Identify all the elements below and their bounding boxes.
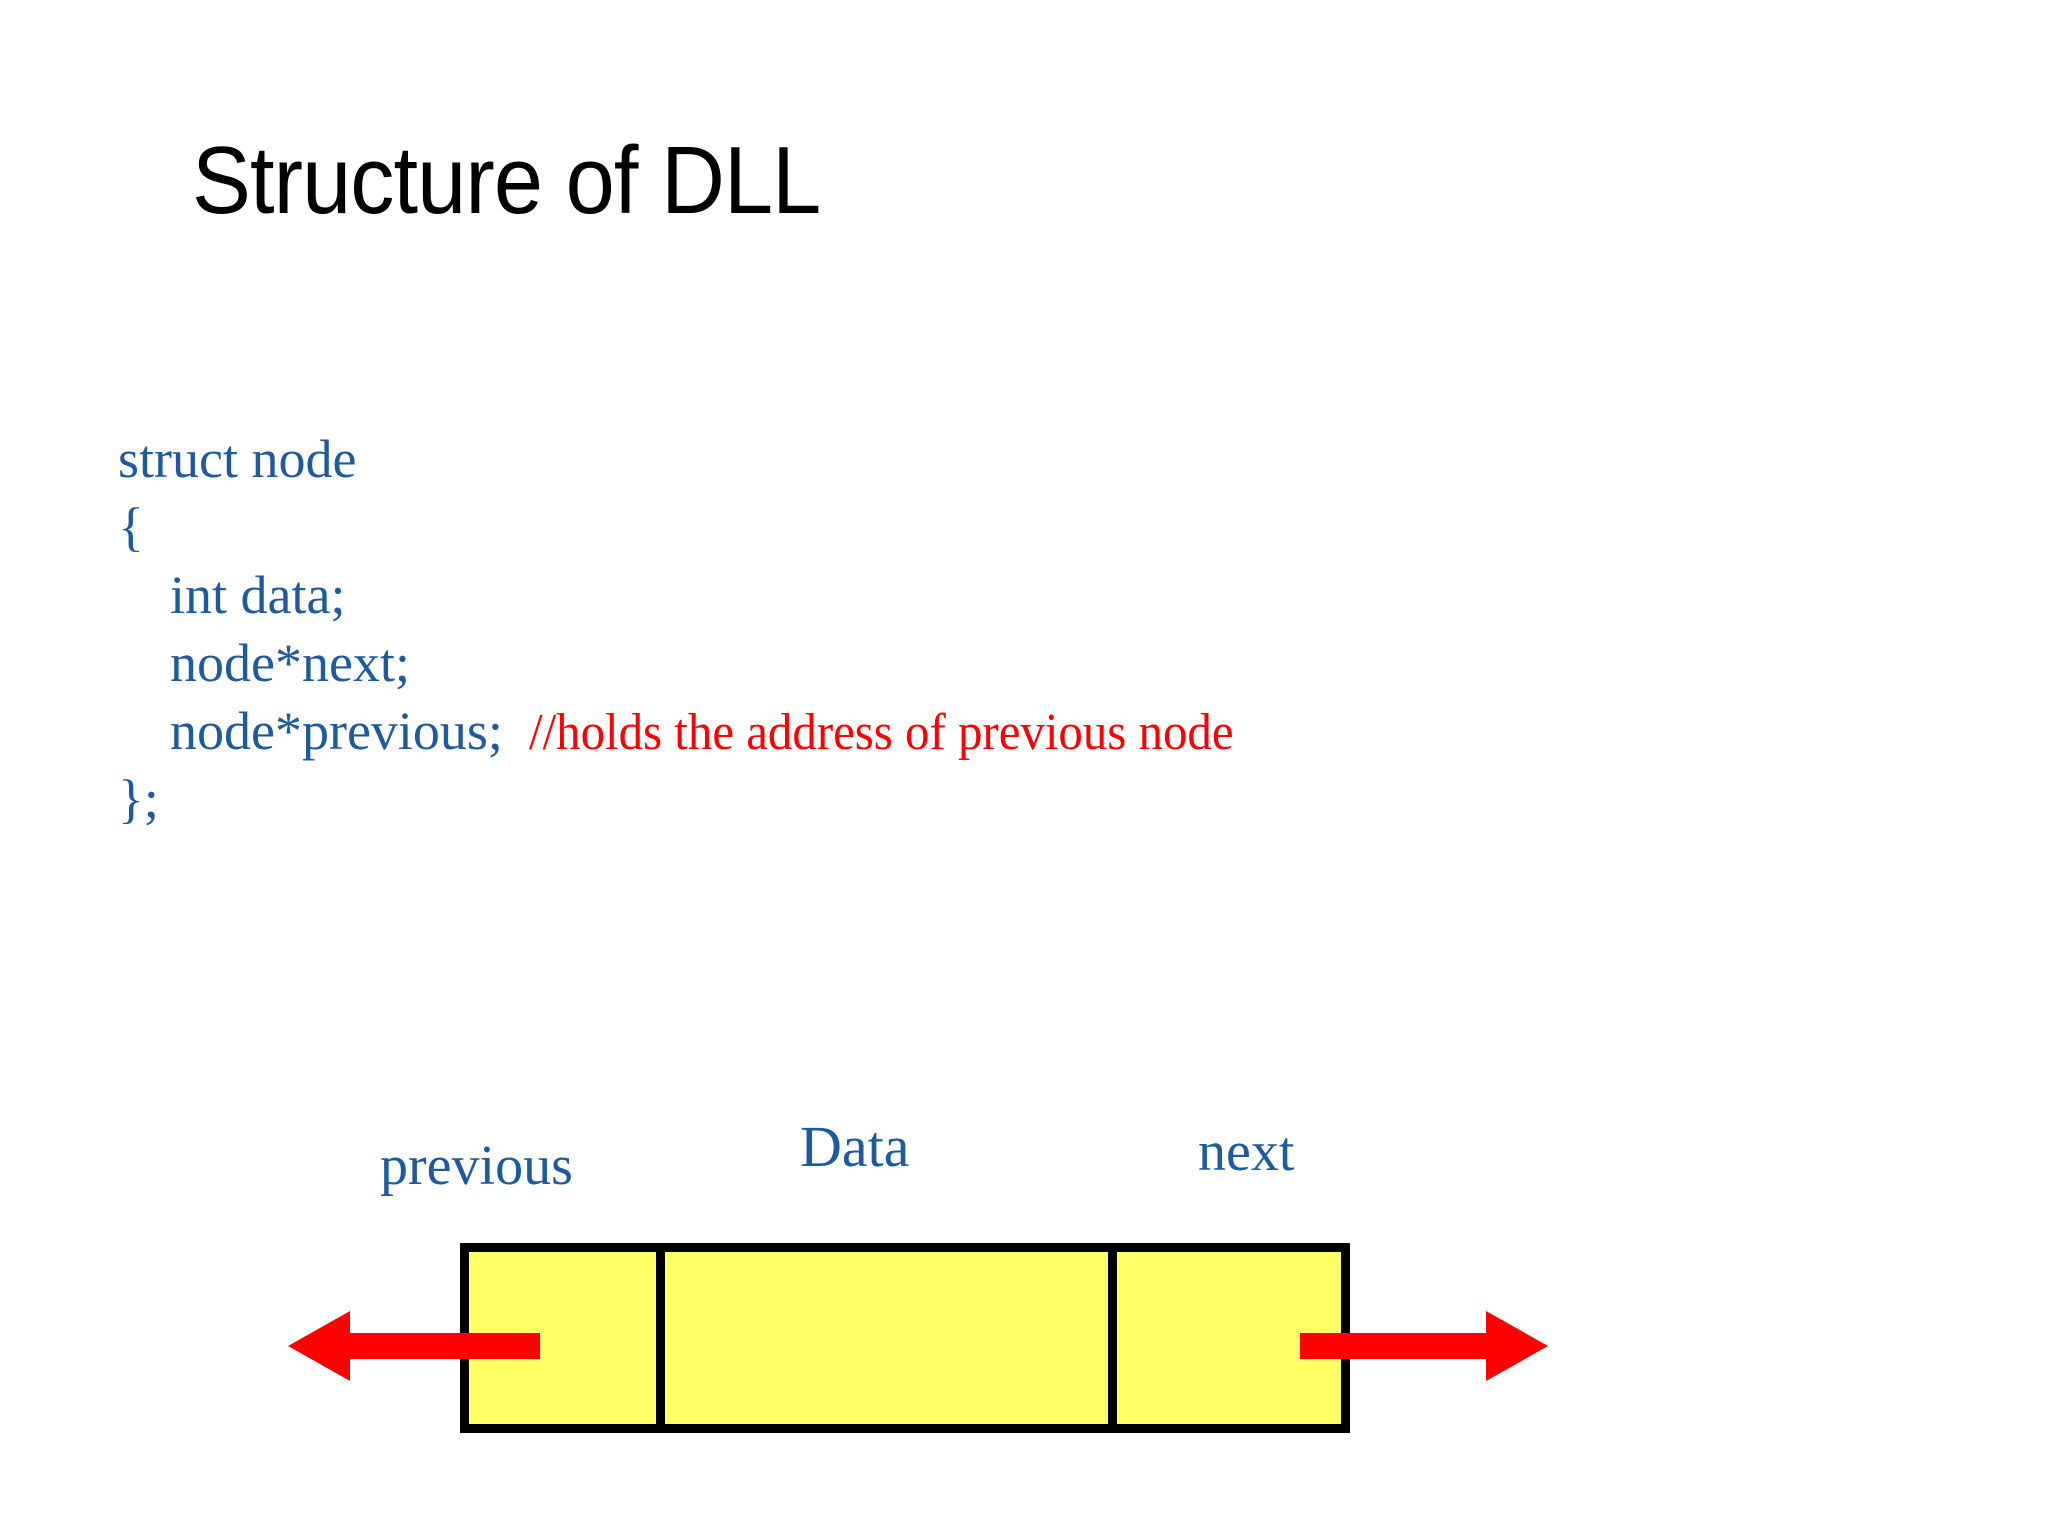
code-comment: //holds the address of previous node bbox=[528, 704, 1234, 761]
code-line-node-previous-row: node*previous; //holds the address of pr… bbox=[118, 697, 1278, 765]
node-field-label-previous: previous bbox=[380, 1135, 573, 1197]
page-title: Structure of DLL bbox=[192, 127, 821, 234]
code-line-node-previous: node*previous; bbox=[170, 701, 503, 761]
previous-pointer-arrow-icon bbox=[288, 1311, 540, 1381]
code-line-struct-node: struct node bbox=[118, 429, 357, 489]
node-cell-data bbox=[665, 1252, 1117, 1424]
next-pointer-arrow-icon bbox=[1300, 1311, 1548, 1381]
node-field-label-next: next bbox=[1198, 1121, 1295, 1183]
code-line-int-data: int data; bbox=[170, 565, 346, 625]
code-line-node-next: node*next; bbox=[170, 633, 410, 693]
node-box bbox=[460, 1243, 1350, 1433]
code-line-close-brace: }; bbox=[118, 769, 159, 829]
code-block: struct node { int data; node*next; node*… bbox=[118, 425, 1278, 833]
node-cell-next bbox=[1117, 1252, 1341, 1424]
code-line-open-brace: { bbox=[118, 497, 144, 557]
node-cell-previous bbox=[469, 1252, 665, 1424]
node-field-label-data: Data bbox=[800, 1114, 910, 1179]
